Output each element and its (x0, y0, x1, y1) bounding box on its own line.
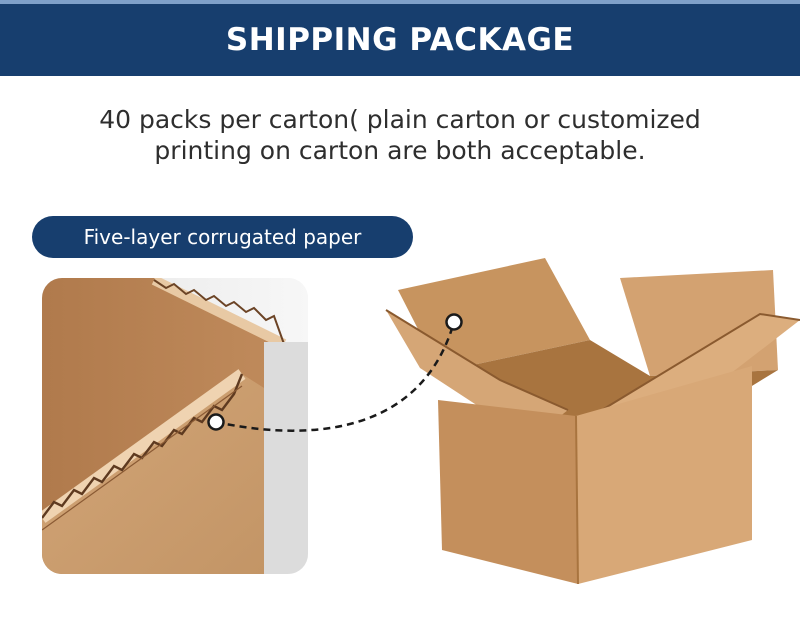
open-carton-image (380, 250, 800, 590)
description-line-2: printing on carton are both acceptable. (154, 136, 646, 165)
header-bar: SHIPPING PACKAGE (0, 0, 800, 76)
description-text: 40 packs per carton( plain carton or cus… (0, 104, 800, 166)
description-line-1: 40 packs per carton( plain carton or cus… (99, 105, 701, 134)
material-badge: Five-layer corrugated paper (32, 216, 413, 258)
material-label: Five-layer corrugated paper (83, 225, 362, 249)
corrugated-closeup-image (42, 278, 308, 574)
open-carton-graphic (385, 258, 800, 585)
page-title: SHIPPING PACKAGE (225, 22, 575, 58)
corrugated-closeup-graphic (42, 278, 308, 574)
